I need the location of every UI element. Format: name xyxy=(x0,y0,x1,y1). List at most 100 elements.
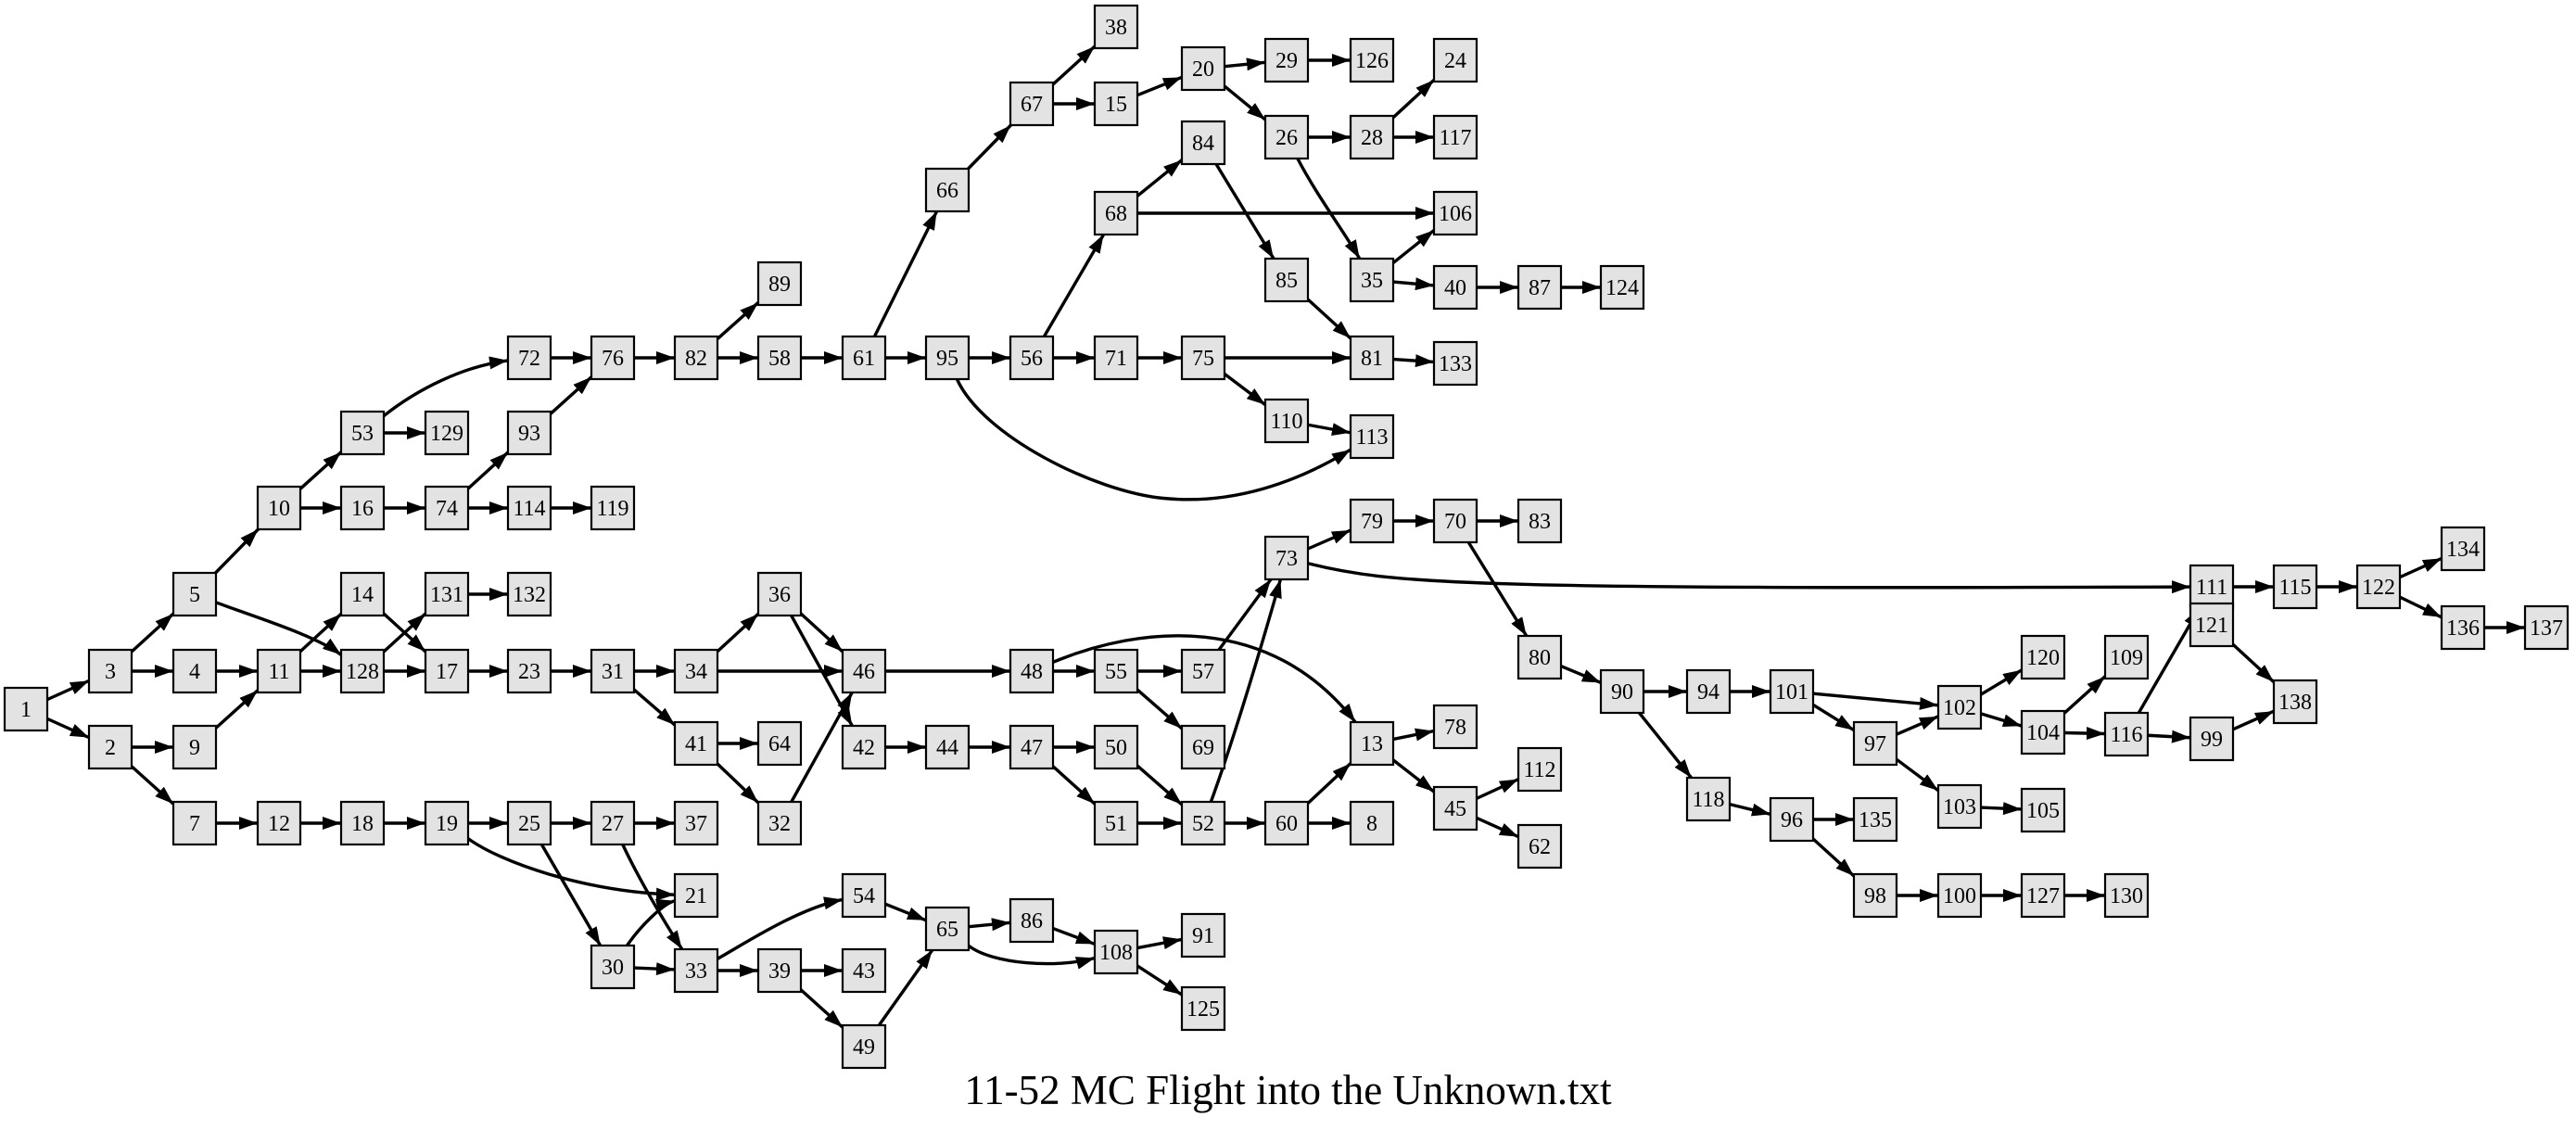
node-label: 71 xyxy=(1105,347,1127,371)
node-18: 18 xyxy=(339,800,386,846)
node-48: 48 xyxy=(1009,648,1055,694)
node-label: 42 xyxy=(853,736,875,760)
edge-line xyxy=(716,612,760,654)
node-84: 84 xyxy=(1180,120,1226,166)
node-7: 7 xyxy=(171,800,218,846)
node-box xyxy=(1349,498,1395,544)
edge-122-136 xyxy=(2399,595,2443,619)
node-42: 42 xyxy=(841,724,887,770)
node-label: 112 xyxy=(1523,758,1555,782)
node-105: 105 xyxy=(2020,787,2066,833)
node-box xyxy=(506,410,552,456)
node-box xyxy=(1180,985,1226,1032)
node-25: 25 xyxy=(506,800,552,846)
edge-line xyxy=(1051,44,1097,86)
node-box xyxy=(2189,716,2235,762)
node-box xyxy=(1180,335,1226,381)
node-label: 121 xyxy=(2195,614,2228,638)
edge-54-65 xyxy=(884,902,927,922)
node-box xyxy=(506,648,552,694)
node-label: 84 xyxy=(1192,132,1214,156)
node-1: 1 xyxy=(3,686,49,732)
node-box xyxy=(506,335,552,381)
edge-3-5 xyxy=(130,612,175,654)
edge-36-46 xyxy=(799,612,844,654)
edge-66-67 xyxy=(967,123,1012,171)
node-label: 36 xyxy=(768,583,791,607)
edge-75-110 xyxy=(1223,373,1267,406)
edge-line xyxy=(1980,712,2023,728)
node-70: 70 xyxy=(1432,498,1478,544)
node-label: 122 xyxy=(2362,576,2395,600)
node-label: 80 xyxy=(1529,646,1551,670)
node-label: 113 xyxy=(1355,425,1388,450)
node-23: 23 xyxy=(506,648,552,694)
node-box xyxy=(1516,498,1563,544)
node-box xyxy=(841,1023,887,1070)
node-box xyxy=(1349,413,1395,460)
node-label: 135 xyxy=(1859,808,1892,832)
edge-line xyxy=(382,356,509,418)
edge-5-128 xyxy=(215,601,343,656)
node-box xyxy=(424,485,470,531)
node-box xyxy=(2103,634,2150,680)
node-box xyxy=(1009,897,1055,944)
edge-20-29 xyxy=(1224,57,1266,71)
node-box xyxy=(673,872,719,919)
node-121: 121 xyxy=(2189,602,2235,648)
node-36: 36 xyxy=(756,571,803,617)
node-box xyxy=(1180,724,1226,770)
node-113: 113 xyxy=(1349,413,1395,460)
node-74: 74 xyxy=(424,485,470,531)
edge-line xyxy=(716,301,760,340)
node-box xyxy=(424,800,470,846)
node-label: 96 xyxy=(1781,808,1803,832)
node-box xyxy=(2020,709,2066,755)
edge-84-85 xyxy=(1214,163,1275,260)
node-5: 5 xyxy=(171,571,218,617)
node-box xyxy=(1009,335,1055,381)
node-15: 15 xyxy=(1093,81,1139,127)
edge-13-78 xyxy=(1392,728,1435,742)
node-box xyxy=(2272,679,2318,725)
edge-61-66 xyxy=(872,210,939,337)
node-95: 95 xyxy=(924,335,971,381)
edge-104-116 xyxy=(2063,727,2106,741)
node-box xyxy=(1852,720,1898,767)
node-124: 124 xyxy=(1599,264,1645,311)
node-71: 71 xyxy=(1093,335,1139,381)
node-97: 97 xyxy=(1852,720,1898,767)
node-79: 79 xyxy=(1349,498,1395,544)
node-label: 19 xyxy=(436,812,458,836)
node-label: 2 xyxy=(105,736,116,760)
node-box xyxy=(1516,634,1563,680)
node-86: 86 xyxy=(1009,897,1055,944)
edge-line xyxy=(621,844,684,950)
edge-line xyxy=(130,765,175,806)
node-41: 41 xyxy=(673,720,719,767)
node-128: 128 xyxy=(339,648,386,694)
node-box xyxy=(87,648,133,694)
node-box xyxy=(2440,526,2486,572)
node-label: 74 xyxy=(436,497,458,521)
node-28: 28 xyxy=(1349,114,1395,160)
node-label: 94 xyxy=(1697,680,1719,705)
node-box xyxy=(1349,800,1395,846)
node-37: 37 xyxy=(673,800,719,846)
node-label: 5 xyxy=(189,583,200,607)
edge-line xyxy=(1896,715,1939,736)
edge-68-84 xyxy=(1136,159,1184,197)
node-box xyxy=(1093,929,1139,975)
edge-line xyxy=(1811,837,1856,878)
node-label: 97 xyxy=(1864,732,1886,756)
edge-line xyxy=(1392,354,1435,368)
node-label: 81 xyxy=(1361,347,1383,371)
edge-45-112 xyxy=(1476,778,1519,800)
node-box xyxy=(2523,604,2570,651)
node-83: 83 xyxy=(1516,498,1563,544)
node-label: 21 xyxy=(685,884,707,908)
edge-25-30 xyxy=(539,844,603,946)
node-box xyxy=(841,335,887,381)
edge-97-103 xyxy=(1895,757,1940,793)
node-box xyxy=(2020,872,2066,919)
